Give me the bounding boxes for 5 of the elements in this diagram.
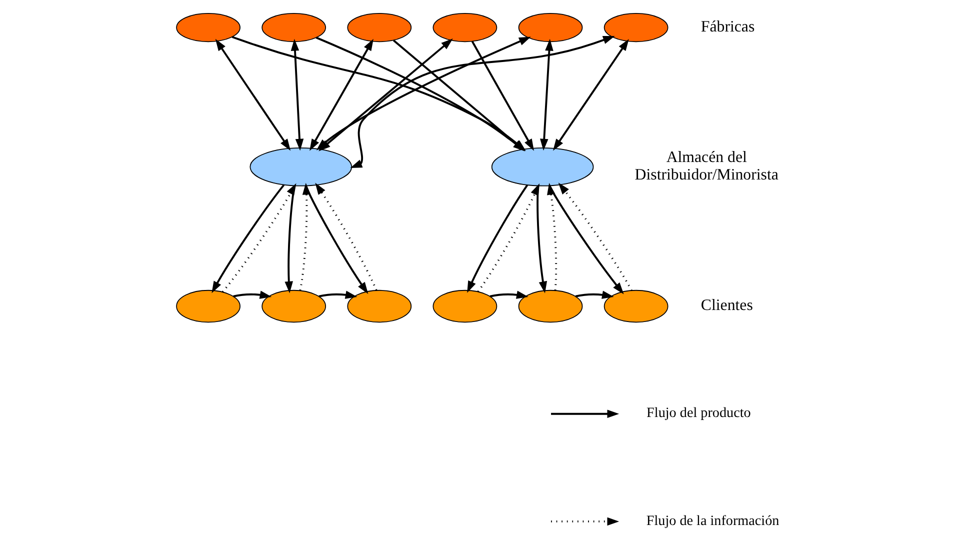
legend-label: Flujo del producto <box>646 405 750 422</box>
legend-label: Flujo de la información <box>646 512 779 529</box>
label: Clientes <box>700 297 752 314</box>
label: Fábricas <box>700 18 754 36</box>
label: Almacén del Distribuidor/Minorista <box>634 148 778 184</box>
